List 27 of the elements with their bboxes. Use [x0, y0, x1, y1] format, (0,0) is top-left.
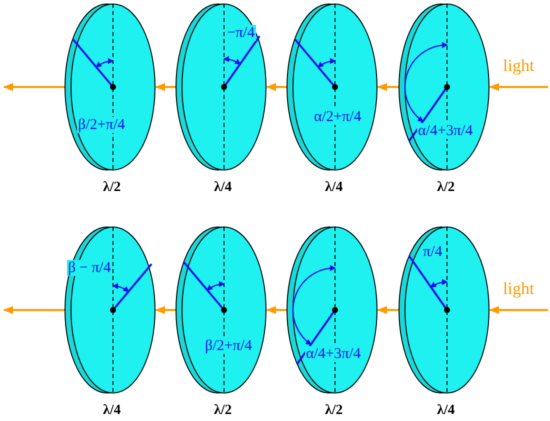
light-arrow — [489, 83, 548, 91]
light-arrow — [3, 306, 65, 314]
angle-label: α/4+3π/4 — [305, 346, 362, 362]
angle-label: β/2+π/4 — [77, 117, 126, 133]
light-label: light — [503, 57, 534, 75]
light-arrow — [377, 83, 399, 91]
waveplate-label: λ/4 — [103, 403, 121, 418]
light-arrow — [155, 83, 176, 91]
angle-label: α/2+π/4 — [313, 109, 362, 125]
angle-label: β − π/4 — [67, 260, 112, 276]
light-arrow — [266, 83, 287, 91]
angle-label: α/4+3π/4 — [417, 123, 474, 139]
light-arrow — [489, 306, 548, 314]
waveplate-label: λ/2 — [103, 180, 121, 195]
waveplate-label: λ/4 — [437, 403, 455, 418]
waveplate-label: λ/2 — [214, 403, 232, 418]
light-arrow — [266, 306, 287, 314]
waveplate-label: λ/4 — [214, 180, 232, 195]
light-arrow — [155, 306, 176, 314]
waveplate-label: λ/4 — [325, 180, 343, 195]
waveplate-label: λ/2 — [437, 180, 455, 195]
waveplate-label: λ/2 — [325, 403, 343, 418]
light-arrow — [3, 83, 65, 91]
light-arrow — [377, 306, 399, 314]
light-label: light — [503, 280, 534, 298]
angle-label: −π/4 — [226, 25, 256, 41]
angle-label: β/2+π/4 — [204, 338, 253, 354]
